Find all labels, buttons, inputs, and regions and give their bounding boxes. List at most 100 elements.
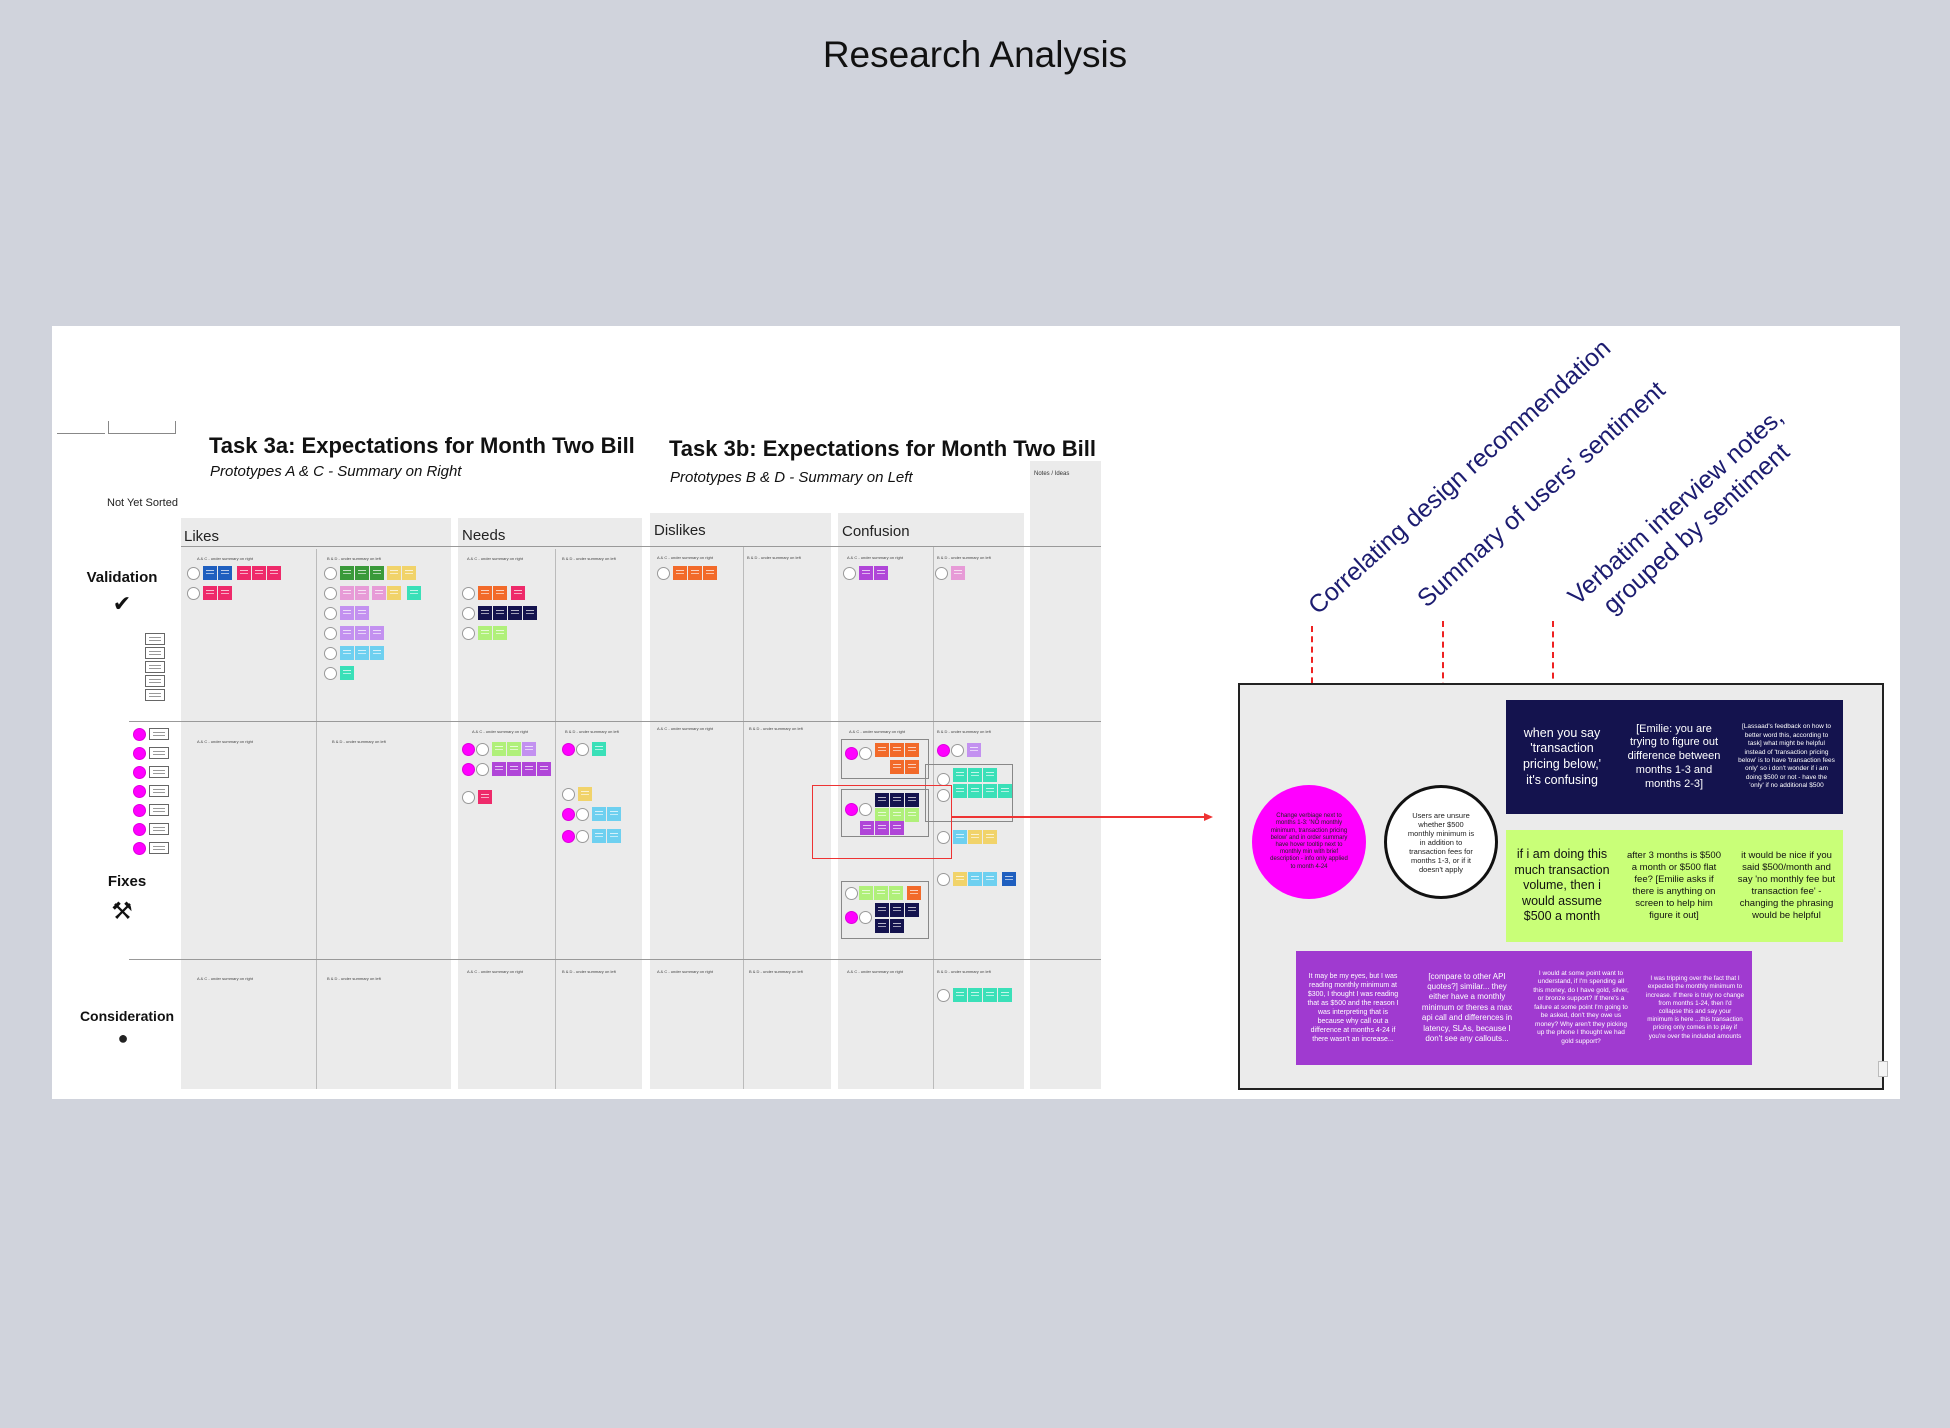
sticky-note <box>218 586 232 600</box>
subcolumn-header: B & D - under summary on left <box>747 555 801 560</box>
zoomed-detail-panel: Change verbiage next to months 1-3: 'NO … <box>1238 683 1884 1090</box>
sticky-group <box>841 789 929 837</box>
sticky-note <box>1002 872 1016 886</box>
participant-avatar <box>937 789 950 802</box>
sticky-note <box>478 790 492 804</box>
sticky-note <box>968 988 982 1002</box>
recommendation-circle: Change verbiage next to months 1-3: 'NO … <box>1252 785 1366 899</box>
sticky-note <box>860 821 874 835</box>
participant-avatar <box>462 763 475 776</box>
participant-avatar <box>133 842 146 855</box>
sticky-note <box>478 626 492 640</box>
sticky-note <box>890 808 904 822</box>
participant-avatar <box>562 743 575 756</box>
sticky-note <box>890 919 904 933</box>
sticky-note <box>407 586 421 600</box>
participant-avatar <box>576 830 589 843</box>
sticky-note <box>890 760 904 774</box>
board-canvas: Task 3a: Expectations for Month Two Bill… <box>52 326 1900 1099</box>
task-3a-subtitle: Prototypes A & C - Summary on Right <box>210 463 462 480</box>
verbatim-note: if i am doing this much transaction volu… <box>1506 830 1618 942</box>
sticky-note <box>370 646 384 660</box>
sticky-note <box>953 988 967 1002</box>
sticky-note <box>493 626 507 640</box>
sticky-note <box>607 829 621 843</box>
sticky-note <box>953 768 967 782</box>
participant-avatar <box>133 728 146 741</box>
participant-avatar <box>845 887 858 900</box>
participant-avatar <box>324 607 337 620</box>
participant-avatar <box>462 627 475 640</box>
subcolumn-header: B & D - under summary on left <box>937 555 991 560</box>
verbatim-note: it would be nice if you said $500/month … <box>1730 830 1843 942</box>
subcolumn-header: A & C - under summary on right <box>197 976 254 981</box>
sticky-note <box>875 919 889 933</box>
participant-avatar <box>187 567 200 580</box>
subcolumn-divider <box>555 549 556 1089</box>
task-3a-title: Task 3a: Expectations for Month Two Bill <box>209 433 635 458</box>
verbatim-note: It may be my eyes, but I was reading mon… <box>1296 951 1410 1065</box>
sticky-note <box>968 830 982 844</box>
column-header-dislikes: Dislikes <box>654 522 706 539</box>
document-icon <box>145 661 165 673</box>
participant-avatar <box>324 667 337 680</box>
participant-avatar <box>324 587 337 600</box>
document-icon <box>145 675 165 687</box>
sticky-note <box>890 903 904 917</box>
board-frame-tab <box>108 421 176 434</box>
sticky-note <box>968 784 982 798</box>
sticky-note <box>905 903 919 917</box>
verbatim-note: I would at some point want to understand… <box>1524 951 1638 1065</box>
sticky-note <box>578 787 592 801</box>
scrollbar-handle[interactable] <box>1878 1061 1888 1077</box>
sticky-note <box>998 988 1012 1002</box>
sticky-note <box>372 586 386 600</box>
row-label-consideration: Consideration <box>79 1008 175 1024</box>
subcolumn-header: A & C - under summary on right <box>657 555 714 560</box>
affinity-board: Task 3a: Expectations for Month Two Bill… <box>57 421 1101 1089</box>
highlight-connector-line <box>952 816 1206 818</box>
document-icon <box>149 785 169 797</box>
sticky-note <box>967 743 981 757</box>
callout-line: grouped by sentiment <box>1597 437 1796 620</box>
sticky-note <box>355 586 369 600</box>
sticky-note <box>340 666 354 680</box>
sticky-note <box>874 566 888 580</box>
sticky-note <box>859 886 873 900</box>
sticky-note <box>478 606 492 620</box>
document-icon <box>149 728 169 740</box>
subcolumn-header: A & C - under summary on right <box>197 739 254 744</box>
participant-avatar <box>845 803 858 816</box>
document-icon <box>149 823 169 835</box>
sticky-note <box>340 566 354 580</box>
sticky-note <box>218 566 232 580</box>
subcolumn-header: A & C - under summary on right <box>847 555 904 560</box>
sticky-note <box>522 762 536 776</box>
subcolumn-header: A & C - under summary on right <box>197 556 254 561</box>
subcolumn-header: A & C - under summary on right <box>467 556 524 561</box>
sticky-note <box>478 586 492 600</box>
participant-avatar <box>937 989 950 1002</box>
sticky-note <box>890 743 904 757</box>
sticky-note <box>905 760 919 774</box>
highlight-box <box>812 785 952 859</box>
sticky-note <box>592 807 606 821</box>
participant-avatar <box>845 911 858 924</box>
sticky-note <box>267 566 281 580</box>
task-3b-subtitle: Prototypes B & D - Summary on Left <box>670 469 913 486</box>
notes-ideas-column <box>1030 461 1101 1089</box>
board-frame-edge <box>57 433 105 434</box>
document-icon <box>145 647 165 659</box>
sticky-note <box>370 566 384 580</box>
task-3b-title: Task 3b: Expectations for Month Two Bill <box>669 436 1096 461</box>
sticky-note <box>355 606 369 620</box>
sticky-note <box>875 793 889 807</box>
page-title: Research Analysis <box>822 34 1128 75</box>
participant-avatar <box>562 830 575 843</box>
verbatim-note: [Lassaad's feedback on how to better wor… <box>1730 700 1843 814</box>
participant-avatar <box>845 747 858 760</box>
column-header-needs: Needs <box>462 527 506 544</box>
sticky-note <box>953 830 967 844</box>
participant-avatar <box>562 788 575 801</box>
sticky-note <box>968 768 982 782</box>
